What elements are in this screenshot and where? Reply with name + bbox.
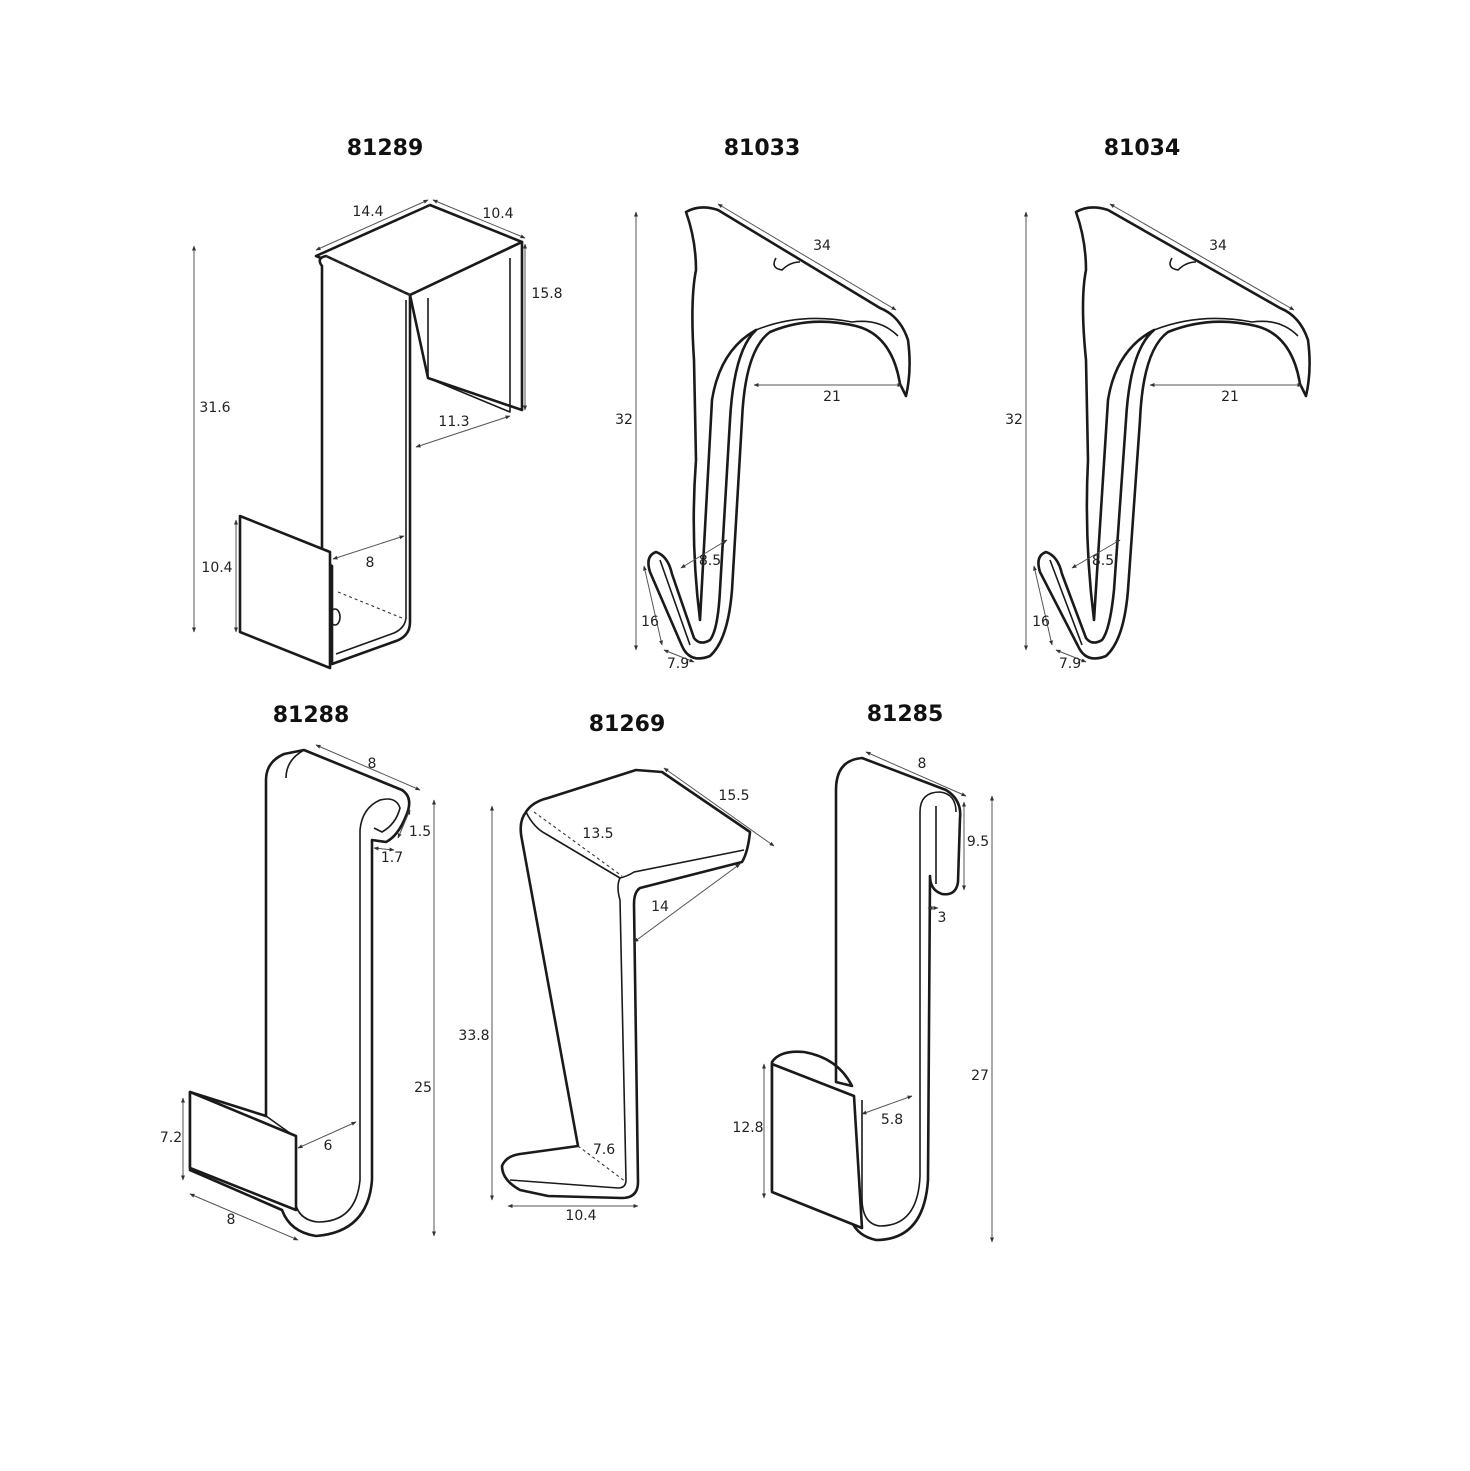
dimension-label: 14	[651, 899, 669, 915]
dimension-label: 25	[414, 1080, 432, 1096]
dimension-label: 27	[971, 1068, 989, 1084]
dimension-label: 32	[615, 412, 633, 428]
dimension-label: 8	[368, 756, 377, 772]
hook-drawing-81269	[500, 768, 752, 1200]
hook-drawing-81285	[770, 756, 962, 1242]
dimension-label: 7.9	[1059, 656, 1081, 672]
dimension-label: 33.8	[458, 1028, 489, 1044]
dimension-label: 12.8	[732, 1120, 763, 1136]
dimension-label: 13.5	[582, 826, 613, 842]
dimension-label: 7.6	[593, 1142, 615, 1158]
dimension-label: 8	[366, 555, 375, 571]
dimension-label: 14.4	[352, 204, 383, 220]
dimension-label: 1.7	[381, 850, 403, 866]
dimension-label: 5.8	[881, 1112, 903, 1128]
hook-drawing-81288	[188, 748, 411, 1238]
dimension-label: 16	[1032, 614, 1050, 630]
dimension-label: 9.5	[967, 834, 989, 850]
dimension-label: 8	[918, 756, 927, 772]
model-number-81289: 81289	[347, 136, 424, 161]
dimension-label: 16	[641, 614, 659, 630]
hook-81269: 81269 15.5 13.5 14 33.8 7.6 10.4	[458, 712, 775, 1224]
hook-drawing-81034	[1037, 206, 1311, 660]
dimension-label: 6	[324, 1138, 333, 1154]
dimension-label: 10.4	[482, 206, 513, 222]
dimension-label: 8.5	[1092, 553, 1114, 569]
dimension-label: 10.4	[201, 560, 232, 576]
dimensions-81288: 8 1.5 1.7 25 7.2 6 8	[160, 744, 436, 1241]
dimension-label: 32	[1005, 412, 1023, 428]
dimension-label: 1.5	[409, 824, 431, 840]
dimension-label: 7.9	[667, 656, 689, 672]
dimension-label: 21	[823, 389, 841, 405]
model-number-81285: 81285	[867, 702, 944, 727]
model-number-81034: 81034	[1104, 136, 1181, 161]
hook-81033: 81033 34 21 32 8.5 16 7.9	[615, 136, 911, 672]
dimensions-81285: 8 9.5 3 27 12.8 5.8	[732, 751, 994, 1243]
dimension-label: 8.5	[699, 553, 721, 569]
model-number-81033: 81033	[724, 136, 801, 161]
hook-81034: 81034 34 21 32 8.5 16 7.9	[1005, 136, 1311, 672]
model-number-81288: 81288	[273, 703, 350, 728]
dimension-label: 31.6	[199, 400, 230, 416]
hook-drawing-81289	[238, 203, 524, 670]
dimensions-81269: 15.5 13.5 14 33.8 7.6 10.4	[458, 767, 775, 1224]
hook-81285: 81285 8 9.5 3 27 12.8 5.8	[732, 702, 994, 1243]
dimension-label: 15.8	[531, 286, 562, 302]
hook-81289: 81289 14.4 1	[192, 136, 563, 670]
dimension-label: 11.3	[438, 414, 469, 430]
dimension-label: 34	[813, 238, 831, 254]
hook-drawing-81033	[647, 206, 911, 660]
dimension-label: 15.5	[718, 788, 749, 804]
dimension-label: 7.2	[160, 1130, 182, 1146]
hook-81288: 81288 8 1.5 1.7 25 7.2 6 8	[160, 703, 436, 1241]
dimensions-81034: 34 21 32 8.5 16 7.9	[1005, 203, 1303, 672]
dimension-label: 34	[1209, 238, 1227, 254]
dimension-label: 21	[1221, 389, 1239, 405]
dimension-label: 3	[938, 910, 947, 926]
dimension-label: 8	[227, 1212, 236, 1228]
dimensions-81033: 34 21 32 8.5 16 7.9	[615, 203, 903, 672]
dimension-label: 10.4	[565, 1208, 596, 1224]
dimensions-81289: 14.4 10.4 15.8 31.6 11.3 8 10.4	[192, 199, 563, 633]
model-number-81269: 81269	[589, 712, 666, 737]
